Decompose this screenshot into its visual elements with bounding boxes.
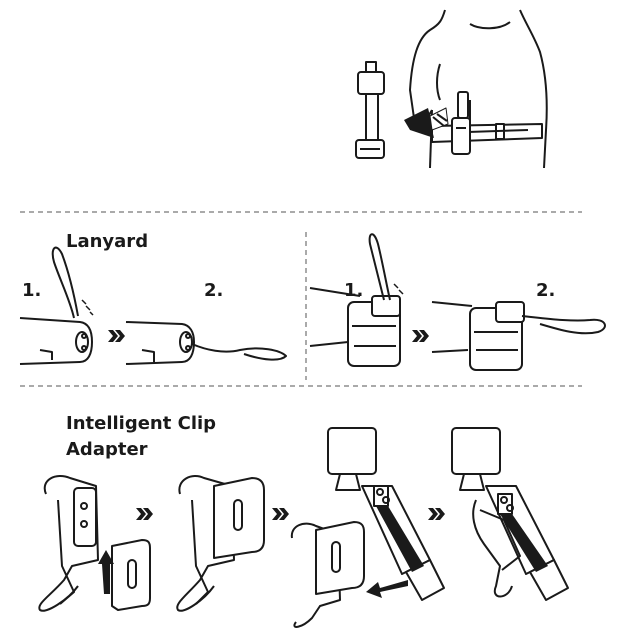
next-arrow-icon	[136, 508, 153, 520]
headlamp-step-2: 2.	[536, 280, 556, 301]
slide-arrow-icon	[366, 580, 408, 598]
next-arrow-icon	[428, 508, 445, 520]
adapter-strip	[500, 514, 548, 572]
clip-adapter-title-line2: Adapter	[66, 439, 148, 460]
adapter-strip	[376, 506, 424, 572]
lanyard-loop-illustration	[309, 233, 606, 371]
lanyard-loop-illustration	[19, 246, 287, 365]
next-arrow-icon	[272, 508, 289, 520]
headlamp-step-1: 1.	[344, 280, 364, 301]
next-arrow-icon	[412, 330, 429, 342]
clip-adapter-title-line1: Intelligent Clip	[66, 413, 217, 434]
lanyard-title: Lanyard	[66, 231, 149, 252]
next-arrow-icon	[108, 330, 125, 342]
lanyard-step-1: 1.	[22, 280, 42, 301]
belt-holster-illustration	[355, 9, 548, 169]
insert-arrow-icon	[98, 550, 114, 594]
lanyard-step-2: 2.	[204, 280, 224, 301]
